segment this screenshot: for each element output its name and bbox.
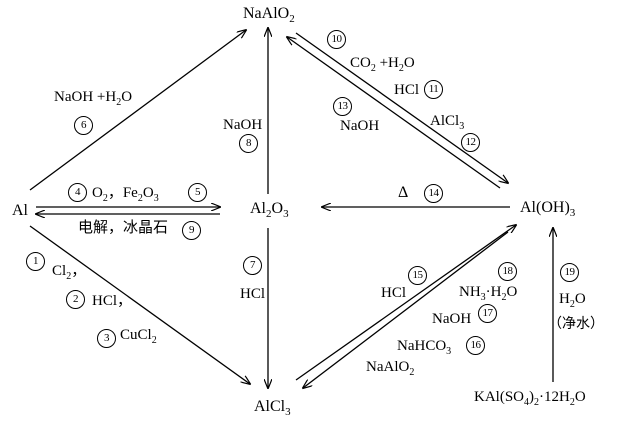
arrow-aloh3-to-naalo2 <box>287 37 501 189</box>
reagent-14: Δ <box>398 184 409 201</box>
reagent-19-water: H2O <box>559 291 586 310</box>
badge-19: 19 <box>560 263 579 282</box>
reagent-11: HCl <box>394 82 420 98</box>
badge-14: 14 <box>424 184 443 203</box>
reagent-16-naalo2: NaAlO2 <box>366 359 415 378</box>
compound-naalo2: NaAlO2 <box>243 5 295 26</box>
reagent-3: CuCl2 <box>120 327 157 346</box>
compound-kalum: KAl(SO4)2·12H2O <box>474 389 586 408</box>
reagent-12: AlCl3 <box>430 113 465 132</box>
badge-16: 16 <box>466 336 485 355</box>
reagent-2: HCl， <box>92 293 133 309</box>
badge-3: 3 <box>97 329 116 348</box>
reagent-16: NaHCO3 <box>397 338 452 357</box>
badge-1: 1 <box>26 252 45 271</box>
compound-alcl3: AlCl3 <box>254 398 291 419</box>
badge-5: 5 <box>188 183 207 202</box>
arrow-naalo2-to-aloh3 <box>295 32 508 183</box>
reagent-13: NaOH <box>340 118 380 134</box>
compound-al2o3: Al2O3 <box>250 200 289 221</box>
compound-aloh3: Al(OH)3 <box>520 199 576 220</box>
badge-18: 18 <box>498 262 517 281</box>
reagent-17: NaOH <box>432 311 472 327</box>
badge-13: 13 <box>333 97 352 116</box>
reagent-4-5: O2，Fe2O3 <box>92 185 159 204</box>
compound-al: Al <box>12 202 28 219</box>
reagent-6: NaOH +H2O <box>54 89 133 108</box>
reagent-8: NaOH <box>223 117 263 133</box>
badge-8: 8 <box>239 134 258 153</box>
arrow-alcl3-to-aloh3 <box>295 225 516 381</box>
badge-4: 4 <box>68 183 87 202</box>
arrow-aloh3-to-alcl3 <box>303 231 509 388</box>
badge-15: 15 <box>408 266 427 285</box>
reagent-1: Cl2， <box>52 263 87 282</box>
badge-2: 2 <box>66 290 85 309</box>
reagent-19-note: （净水） <box>548 317 604 332</box>
badge-7: 7 <box>243 256 262 275</box>
reagent-7: HCl <box>240 286 266 302</box>
reagent-18: NH3·H2O <box>459 284 518 303</box>
badge-6: 6 <box>74 116 93 135</box>
reagent-15: HCl <box>381 285 407 301</box>
badge-10: 10 <box>327 30 346 49</box>
badge-12: 12 <box>461 133 480 152</box>
badge-9: 9 <box>182 221 201 240</box>
badge-11: 11 <box>424 80 443 99</box>
reagent-9: 电解，冰晶石 <box>78 220 169 236</box>
reagent-10: CO2 +H2O <box>350 55 415 74</box>
badge-17: 17 <box>478 304 497 323</box>
arrow-al-to-naalo2 <box>29 30 246 191</box>
arrow-al-to-alcl3 <box>29 225 250 384</box>
